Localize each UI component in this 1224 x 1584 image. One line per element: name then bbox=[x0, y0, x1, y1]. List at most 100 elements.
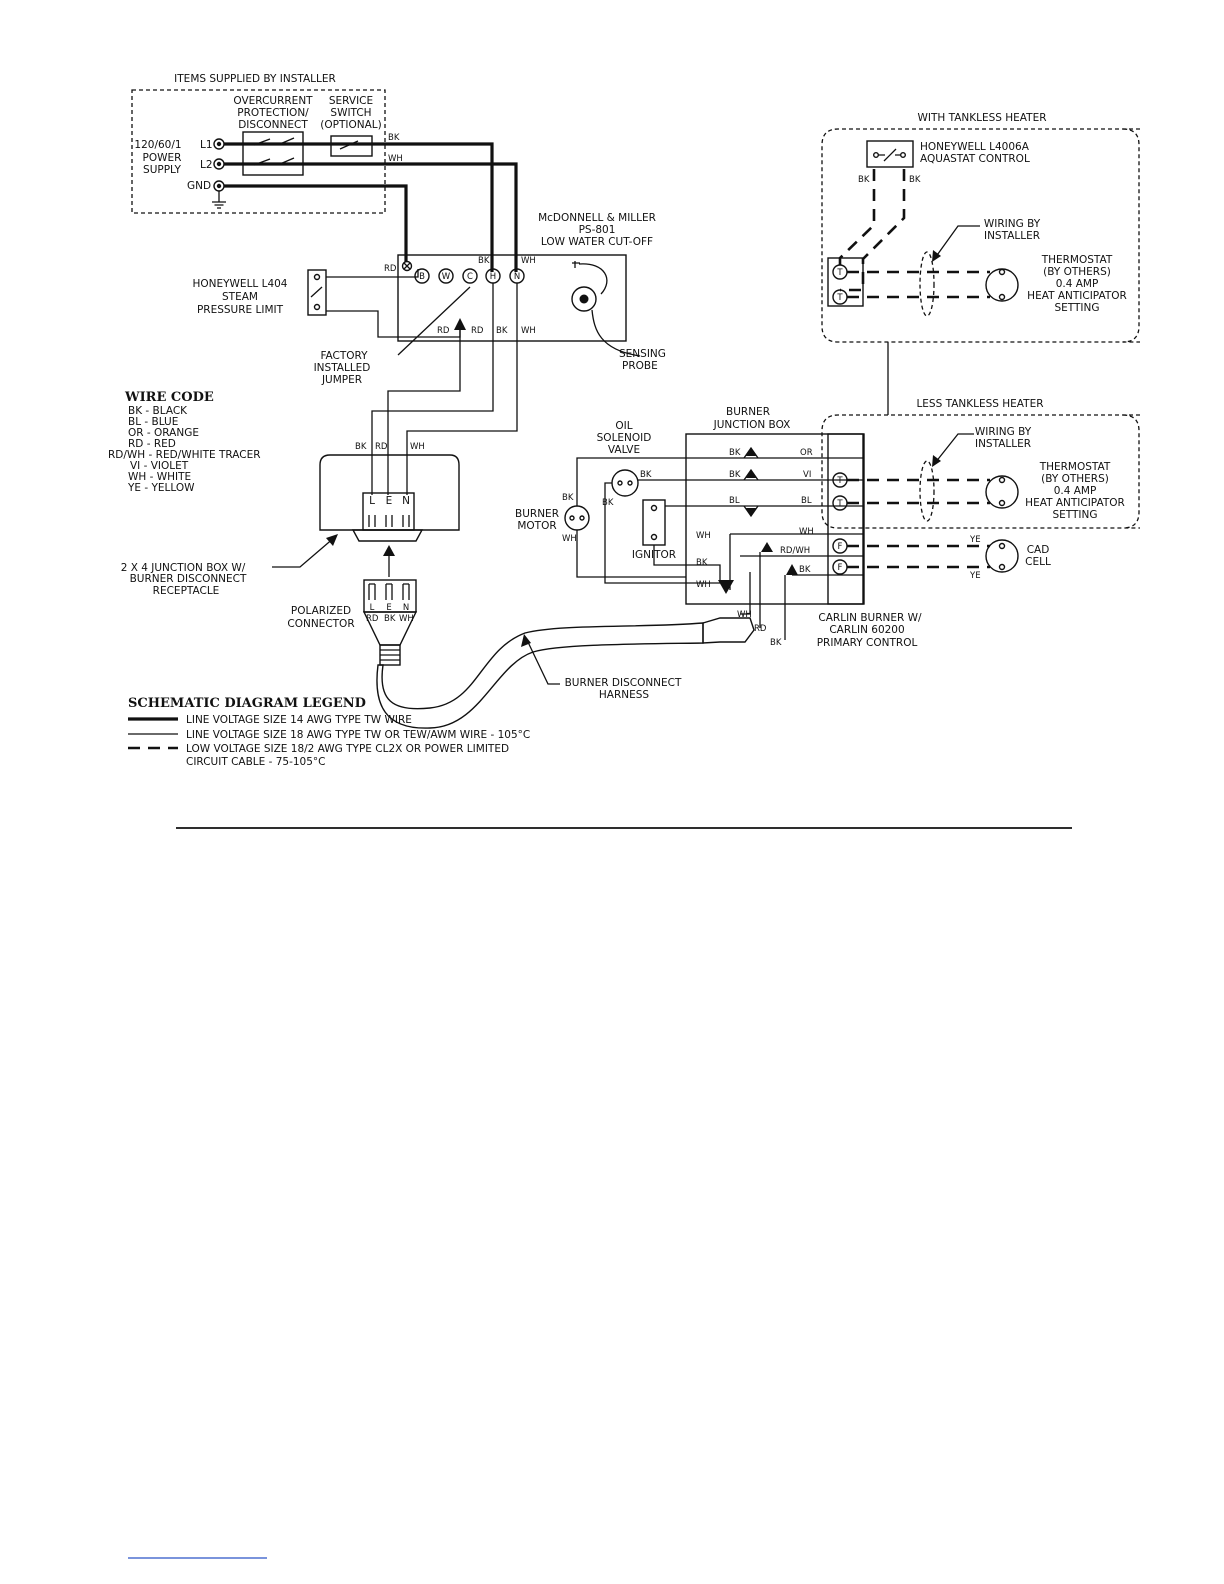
svg-text:HONEYWELL L4006A: HONEYWELL L4006A bbox=[920, 141, 1030, 153]
line-voltage-wiring-14awg bbox=[224, 142, 518, 272]
burner-jbox-label-2: JUNCTION BOX bbox=[713, 419, 791, 431]
service-label-3: (OPTIONAL) bbox=[320, 119, 381, 131]
svg-text:OR - ORANGE: OR - ORANGE bbox=[128, 427, 199, 439]
carlin-label-2: CARLIN 60200 bbox=[829, 624, 904, 636]
svg-text:BK: BK bbox=[696, 558, 708, 568]
svg-text:BK: BK bbox=[478, 256, 490, 266]
svg-text:W: W bbox=[442, 272, 451, 282]
svg-text:LINE VOLTAGE SIZE 18 AWG TYPE: LINE VOLTAGE SIZE 18 AWG TYPE TW OR TEW/… bbox=[186, 729, 530, 741]
installer-title: ITEMS SUPPLIED BY INSTALLER bbox=[174, 73, 336, 85]
lwco-label-2: PS-801 bbox=[579, 224, 616, 236]
svg-text:WH: WH bbox=[737, 610, 752, 620]
oil-solenoid-valve bbox=[611, 469, 639, 497]
service-label-2: SWITCH bbox=[330, 107, 371, 119]
svg-text:N: N bbox=[514, 272, 520, 282]
tankless-box bbox=[821, 128, 1140, 343]
burner-motor bbox=[564, 505, 590, 531]
jumper-arrow bbox=[454, 318, 466, 330]
tankless-thermostat-wiring bbox=[847, 270, 990, 299]
probe-stub bbox=[572, 261, 580, 268]
svg-text:RD: RD bbox=[471, 326, 484, 336]
jumper-label-3: JUMPER bbox=[321, 374, 362, 386]
svg-text:YE - YELLOW: YE - YELLOW bbox=[127, 482, 195, 494]
svg-text:VI - VIOLET: VI - VIOLET bbox=[130, 460, 189, 472]
svg-text:WH: WH bbox=[399, 614, 414, 624]
svg-text:WH: WH bbox=[521, 326, 536, 336]
pressure-limit-label-1: HONEYWELL L404 bbox=[192, 278, 287, 290]
probe-label-2: PROBE bbox=[622, 360, 658, 372]
cad-label-2: CELL bbox=[1025, 556, 1051, 568]
burner-junction-box bbox=[685, 433, 865, 605]
harness-label-2: HARNESS bbox=[599, 689, 650, 701]
tankless-title: WITH TANKLESS HEATER bbox=[917, 112, 1046, 124]
svg-text:VALVE: VALVE bbox=[608, 444, 640, 456]
jbox-label-1: 2 X 4 JUNCTION BOX W/ bbox=[121, 562, 246, 574]
svg-text:OIL: OIL bbox=[615, 420, 632, 432]
svg-text:BK: BK bbox=[729, 448, 741, 458]
l1-label: L1 bbox=[200, 139, 213, 151]
tankless-terminal-strip bbox=[827, 257, 864, 307]
svg-text:RD: RD bbox=[375, 442, 388, 452]
svg-text:T: T bbox=[836, 499, 843, 509]
less-tankless-title: LESS TANKLESS HEATER bbox=[916, 398, 1043, 410]
svg-text:HEAT ANTICIPATOR: HEAT ANTICIPATOR bbox=[1027, 290, 1127, 302]
less-tankless-wiring-bundle bbox=[919, 460, 935, 522]
svg-text:THERMOSTAT: THERMOSTAT bbox=[1041, 254, 1113, 266]
switch-contacts bbox=[253, 137, 359, 166]
svg-text:WH: WH bbox=[562, 534, 577, 544]
pressure-limit-label-2: STEAM bbox=[222, 291, 258, 303]
svg-text:T: T bbox=[836, 293, 843, 303]
svg-text:WH: WH bbox=[799, 527, 814, 537]
schematic-legend: SCHEMATIC DIAGRAM LEGEND LINE VOLTAGE SI… bbox=[128, 696, 530, 768]
svg-text:BK: BK bbox=[496, 326, 508, 336]
svg-text:INSTALLER: INSTALLER bbox=[975, 438, 1031, 450]
overcurrent-label-2: PROTECTION/ bbox=[237, 107, 309, 119]
svg-text:T: T bbox=[836, 476, 843, 486]
less-tankless-dashed-wiring bbox=[847, 478, 990, 569]
lwco-terminal-c bbox=[462, 268, 478, 284]
svg-text:BK - BLACK: BK - BLACK bbox=[128, 405, 188, 417]
service-label-1: SERVICE bbox=[329, 95, 373, 107]
svg-text:L: L bbox=[370, 603, 375, 613]
low-water-cutoff-section: McDONNELL & MILLER PS-801 LOW WATER CUT-… bbox=[384, 212, 666, 372]
overcurrent-label-3: DISCONNECT bbox=[238, 119, 308, 131]
power-label-3: SUPPLY bbox=[143, 164, 181, 176]
pressure-limit-switch bbox=[307, 269, 327, 316]
lwco-box bbox=[397, 254, 627, 342]
lwco-terminal-w bbox=[438, 268, 454, 284]
cad-cell bbox=[985, 539, 1019, 573]
svg-text:WH: WH bbox=[410, 442, 425, 452]
svg-text:BK: BK bbox=[729, 470, 741, 480]
svg-text:WIRING BY: WIRING BY bbox=[984, 218, 1041, 230]
svg-text:BL - BLUE: BL - BLUE bbox=[128, 416, 178, 428]
svg-text:BK: BK bbox=[909, 175, 921, 185]
jbox-label-2: BURNER DISCONNECT bbox=[130, 573, 247, 585]
svg-text:YE: YE bbox=[969, 571, 981, 581]
ignitor bbox=[642, 499, 666, 546]
svg-text:F: F bbox=[838, 563, 843, 573]
sensing-probe bbox=[571, 286, 597, 312]
svg-text:BK: BK bbox=[384, 614, 396, 624]
svg-text:HEAT ANTICIPATOR: HEAT ANTICIPATOR bbox=[1025, 497, 1125, 509]
lwco-label-1: McDONNELL & MILLER bbox=[538, 212, 656, 224]
burner-disconnect-harness: BURNER DISCONNECT HARNESS bbox=[376, 617, 755, 729]
svg-text:T: T bbox=[836, 268, 843, 278]
lwco-terminal-b bbox=[414, 268, 430, 284]
svg-text:BK: BK bbox=[858, 175, 870, 185]
harness-cable bbox=[376, 622, 704, 729]
legend-title: SCHEMATIC DIAGRAM LEGEND bbox=[128, 696, 366, 711]
svg-text:VI: VI bbox=[803, 470, 811, 480]
probe-label-1: SENSING bbox=[619, 348, 666, 360]
svg-text:WH: WH bbox=[696, 531, 711, 541]
junction-box-2x4 bbox=[319, 454, 460, 531]
svg-text:N: N bbox=[403, 603, 409, 613]
harness-label-1: BURNER DISCONNECT bbox=[565, 677, 682, 689]
lwco-ground-terminal bbox=[401, 260, 413, 272]
lwco-to-jbox-wiring bbox=[371, 283, 518, 495]
svg-text:BK: BK bbox=[562, 493, 574, 503]
gnd-label: GND bbox=[187, 180, 211, 192]
svg-text:0.4 AMP: 0.4 AMP bbox=[1056, 278, 1099, 290]
pressure-limit-label-3: PRESSURE LIMIT bbox=[197, 304, 284, 316]
svg-text:BL: BL bbox=[801, 496, 812, 506]
svg-text:RD: RD bbox=[366, 614, 379, 624]
